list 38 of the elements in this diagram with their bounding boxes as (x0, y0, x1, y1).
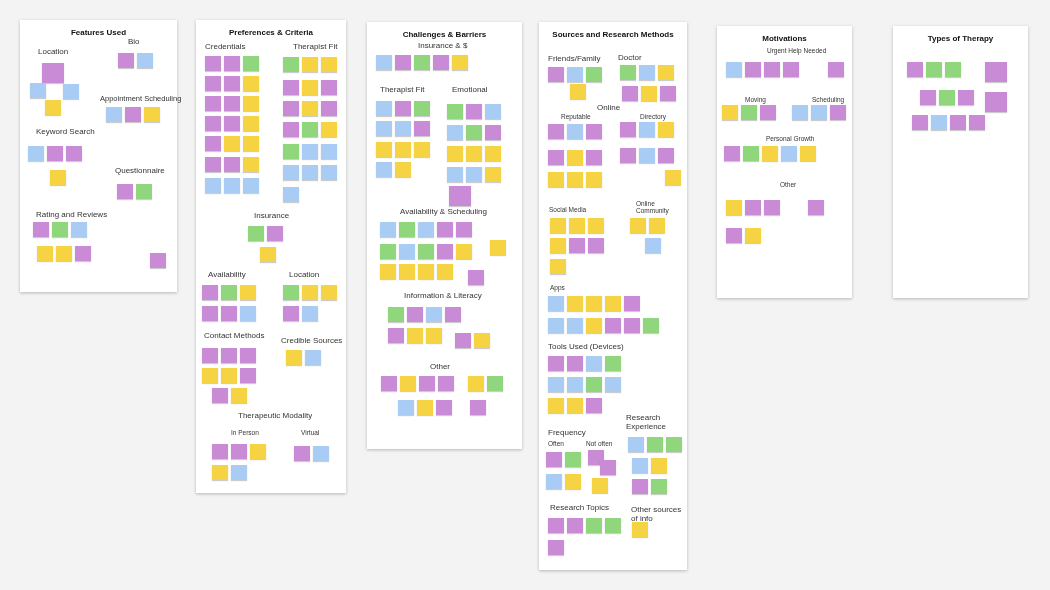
group-heading: Other sources of info (631, 506, 683, 524)
panel-title: Challenges & Barriers (401, 30, 488, 39)
panel-title: Features Used (69, 28, 128, 37)
group-heading: Therapist Fit (380, 86, 425, 95)
board-panel (717, 26, 852, 298)
group-heading: Insurance & $ (418, 42, 468, 51)
group-heading: Credible Sources (281, 337, 343, 346)
group-heading: Credentials (205, 43, 246, 52)
group-heading: Contact Methods (204, 332, 265, 341)
group-heading: Therapist Fit (293, 43, 338, 52)
board-panel (367, 22, 522, 449)
group-heading: Location (289, 271, 320, 280)
group-heading: Research Experience (626, 414, 668, 432)
group-heading: Online (597, 104, 621, 113)
group-heading: Therapeutic Modality (238, 412, 313, 421)
group-heading: Doctor (618, 54, 642, 63)
group-heading: Keyword Search (36, 128, 95, 137)
group-heading: Research Topics (550, 504, 609, 513)
group-heading: Friends/Family (548, 55, 601, 64)
group-heading: Frequency (548, 429, 586, 438)
group-heading: Questionnaire (115, 167, 165, 176)
panel-title: Types of Therapy (926, 34, 995, 43)
board-panel (893, 26, 1028, 298)
panel-title: Motivations (761, 34, 808, 43)
group-heading: Rating and Reviews (36, 211, 108, 220)
group-heading: Other (430, 363, 450, 372)
group-heading: Availability (208, 271, 246, 280)
panel-title: Preferences & Criteria (227, 28, 314, 37)
board-panel (539, 22, 687, 570)
panel-title: Sources and Research Methods (551, 30, 675, 39)
group-heading: Location (38, 48, 69, 57)
group-heading: Availability & Scheduling (400, 208, 487, 217)
board-panel (196, 20, 346, 493)
group-heading: Information & Literacy (404, 292, 482, 301)
group-heading: Bio (128, 38, 140, 47)
group-heading: Insurance (254, 212, 290, 221)
group-heading: Tools Used (Devices) (548, 343, 624, 352)
group-heading: Emotional (452, 86, 488, 95)
